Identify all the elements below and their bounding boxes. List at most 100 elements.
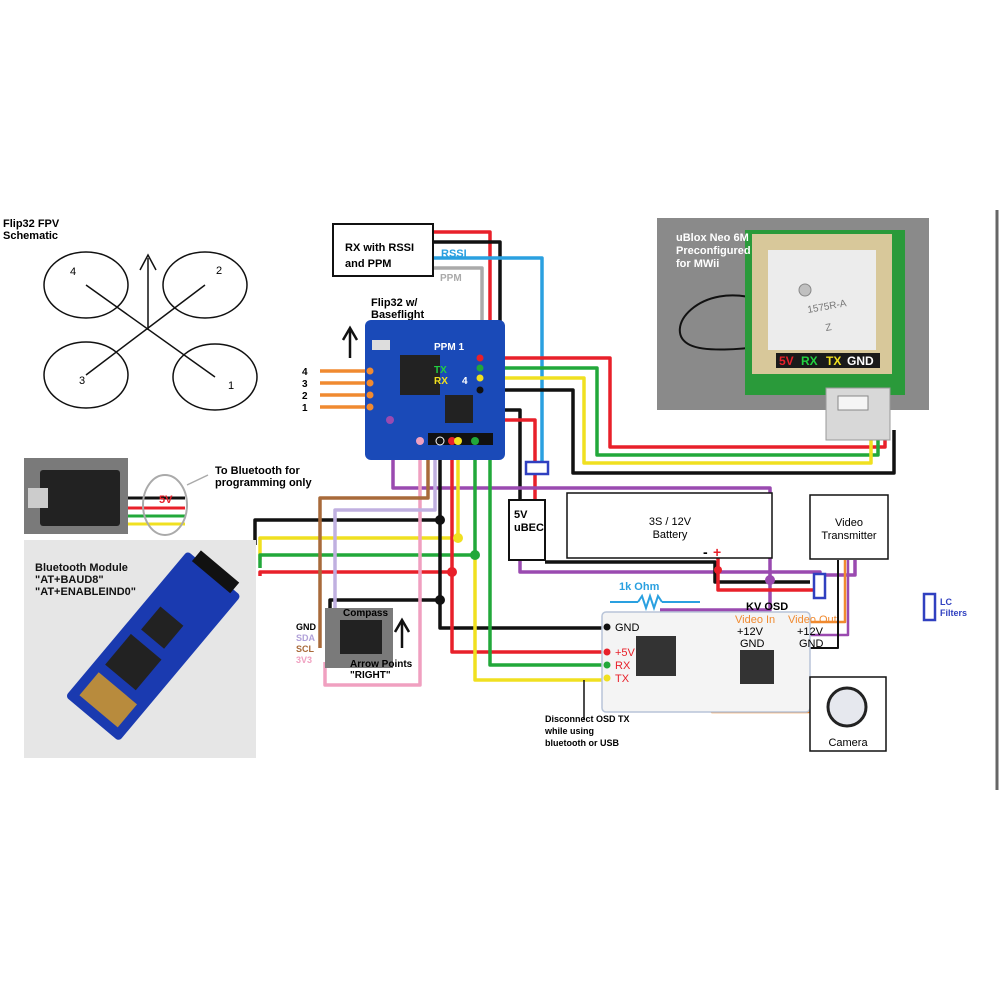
osd-pin-5v: +5V <box>615 647 636 659</box>
osd-pin-gnd: GND <box>615 622 640 634</box>
disconnect-note-line1: Disconnect OSD TX <box>545 714 630 724</box>
vtx-lc-filter <box>812 572 827 600</box>
wire-gps-5v <box>480 356 887 449</box>
compass-title: Compass <box>343 608 388 619</box>
bluetooth-chip <box>105 633 162 691</box>
osd-pin-video-in: Video In <box>735 614 775 626</box>
usb-note-leader <box>186 474 209 486</box>
junction-5v <box>447 567 457 577</box>
osd-pin-gnd-out: GND <box>799 638 824 650</box>
wire-osd-rx <box>488 445 612 667</box>
osd-pin-rx: RX <box>615 660 631 672</box>
wire-compass-scl <box>318 445 430 648</box>
junction-purple <box>765 575 775 585</box>
fc-port-label: 4 <box>462 376 468 387</box>
motor-3-circle <box>43 341 129 409</box>
compass-note-line2: "RIGHT" <box>350 670 391 681</box>
junction-tx <box>453 533 463 543</box>
usb-adapter-board <box>40 470 120 526</box>
battery-plus: + <box>713 544 721 560</box>
gps-connector <box>837 395 869 411</box>
motor-1-circle <box>172 343 258 411</box>
bluetooth-antenna <box>79 672 138 728</box>
quad-arm-a <box>85 284 216 378</box>
receiver-line1: RX with RSSI <box>345 242 414 254</box>
quad-arm-b <box>85 284 206 376</box>
gps-label-line2: Preconfigured <box>676 245 751 257</box>
usb-5v-label: 5V <box>159 494 173 506</box>
camera-label: Camera <box>828 737 868 749</box>
receiver-line2: and PPM <box>345 258 391 270</box>
wire-compass-3v3 <box>323 445 422 687</box>
ubec-lc-filter <box>524 460 550 476</box>
rssi-label: RSSI <box>441 248 467 260</box>
bluetooth-header <box>191 550 240 594</box>
osd-title: KV OSD <box>746 601 788 613</box>
wire-fc-ubec-gnd <box>500 408 522 500</box>
motor-pin-label-4: 4 <box>302 367 308 378</box>
wire-osd-gnd <box>438 520 612 630</box>
usb-note-line1: To Bluetooth for <box>215 465 300 477</box>
fc-connector <box>372 340 390 350</box>
motor-label-3: 3 <box>79 375 85 387</box>
gps-pin-5v: 5V <box>779 354 794 368</box>
bluetooth-label-line2: "AT+BAUD8" <box>35 574 104 586</box>
gps-antenna-ceramic <box>768 250 876 350</box>
fc-label-line1: Flip32 w/ <box>371 297 417 309</box>
fc-motor-pins <box>366 354 484 411</box>
fc-tx-label: TX <box>434 365 447 376</box>
wire-osd-5v <box>450 572 612 654</box>
osd-pin-12v-out: +12V <box>797 626 824 638</box>
vtx-box <box>809 494 889 560</box>
bluetooth-module <box>66 550 240 740</box>
fc-header-pins <box>386 416 479 446</box>
motor-2-circle <box>162 251 248 319</box>
compass-pin-3v3: 3V3 <box>296 655 312 665</box>
wire-gps-rx <box>480 366 880 457</box>
fc-imu-chip <box>445 395 473 423</box>
fc-mcu-chip <box>400 355 440 395</box>
junction-compass-gnd <box>435 595 445 605</box>
gps-pin-gnd: GND <box>847 354 874 368</box>
resistor-symbol <box>637 592 663 612</box>
wire-rssi <box>433 256 544 468</box>
gps-label-line1: uBlox Neo 6M <box>676 232 749 244</box>
gps-label-line3: for MWii <box>676 258 719 270</box>
title-line1: Flip32 FPV <box>3 218 60 230</box>
ppm-label: PPM <box>440 273 462 284</box>
osd-left-pads <box>603 623 611 682</box>
disconnect-note-line3: bluetooth or USB <box>545 738 619 748</box>
fc-orientation-arrow <box>341 325 359 358</box>
bluetooth-label-line1: Bluetooth Module <box>35 562 128 574</box>
ubec-label-line1: 5V <box>514 509 528 521</box>
lc-filter-legend-line1: LC <box>940 597 952 607</box>
osd-pin-video-out: Video Out <box>788 614 837 626</box>
usb-connector <box>28 488 48 508</box>
disconnect-note-line2: while using <box>544 726 594 736</box>
junction-battery <box>714 566 722 574</box>
osd-chip-2 <box>740 650 774 684</box>
bluetooth-chip-2 <box>141 606 184 649</box>
osd-pin-12v-in: +12V <box>737 626 764 638</box>
wire-bt-tx <box>258 445 460 560</box>
motor-pin-label-2: 2 <box>302 391 308 402</box>
lc-filter-legend-line2: Filters <box>940 608 967 618</box>
compass-pin-scl: SCL <box>296 644 315 654</box>
motor-label-2: 2 <box>216 265 222 277</box>
gps-antenna-wire <box>678 294 771 351</box>
gps-feed-point <box>798 283 812 297</box>
wire-gps-tx <box>480 376 873 465</box>
osd-pin-gnd-in: GND <box>740 638 765 650</box>
quad-schematic <box>43 251 258 411</box>
lc-filter-legend-symbol <box>922 592 937 622</box>
compass-pin-sda: SDA <box>296 633 316 643</box>
compass-board <box>340 620 382 654</box>
battery-label-line2: Battery <box>653 529 688 541</box>
receiver-box <box>332 223 434 277</box>
fc-label-line2: Baseflight <box>371 309 425 321</box>
motor-label-1: 1 <box>228 380 234 392</box>
battery-box <box>566 492 773 559</box>
usb-highlight-ring <box>142 474 188 536</box>
junctions <box>435 515 775 605</box>
